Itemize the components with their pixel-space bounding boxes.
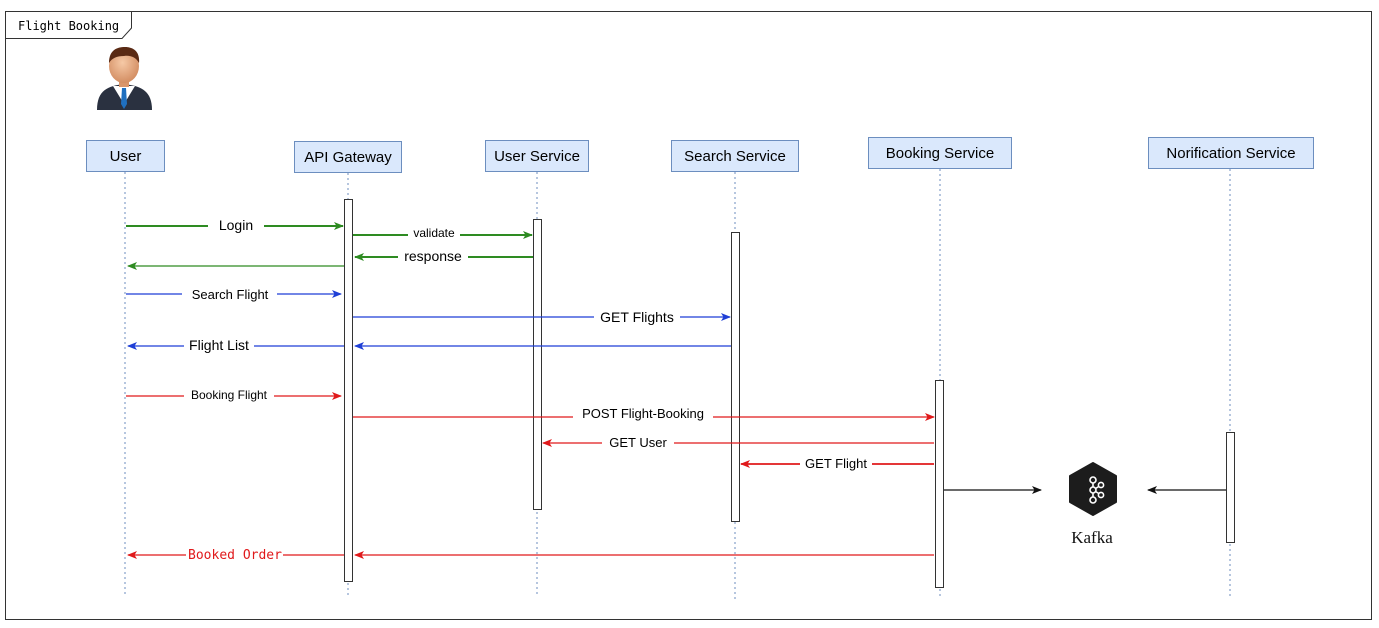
participant-booking-service[interactable]: Booking Service: [868, 137, 1012, 169]
kafka-label: Kafka: [1071, 528, 1113, 547]
participant-notification-service[interactable]: Norification Service: [1148, 137, 1314, 169]
label-login: Login: [219, 217, 253, 233]
participant-label: Booking Service: [886, 145, 994, 162]
kafka-icon: [1069, 462, 1117, 516]
label-search-flight: Search Flight: [192, 287, 269, 302]
participant-label: User: [110, 148, 142, 165]
participant-label: User Service: [494, 148, 580, 165]
activation-booking-service: [935, 380, 944, 588]
activation-search-service: [731, 232, 740, 522]
participant-user-service[interactable]: User Service: [485, 140, 589, 172]
message-lines: [126, 222, 1226, 559]
frame-border: [5, 11, 1372, 620]
participant-user[interactable]: User: [86, 140, 165, 172]
participant-gateway[interactable]: API Gateway: [294, 141, 402, 173]
businessman-icon: [97, 47, 152, 110]
message-labels: Login validate response Search Flight GE…: [182, 215, 872, 564]
label-response: response: [404, 248, 462, 264]
participant-label: Search Service: [684, 148, 786, 165]
kafka-node[interactable]: Kafka: [1069, 462, 1117, 547]
label-validate: validate: [413, 226, 455, 240]
participant-search-service[interactable]: Search Service: [671, 140, 799, 172]
label-post-flight-booking: POST Flight-Booking: [582, 406, 704, 421]
label-booked-order: Booked Order: [188, 548, 282, 563]
frame-tab: [5, 11, 132, 39]
participant-label: API Gateway: [304, 149, 392, 166]
label-booking-flight: Booking Flight: [191, 388, 268, 402]
label-get-flight: GET Flight: [805, 456, 867, 471]
frame-title: Flight Booking: [18, 19, 119, 33]
label-get-flights: GET Flights: [600, 309, 674, 325]
activation-user-service: [533, 219, 542, 510]
label-flight-list: Flight List: [189, 337, 249, 353]
activation-notification-service: [1226, 432, 1235, 543]
participant-label: Norification Service: [1166, 145, 1295, 162]
label-get-user: GET User: [609, 435, 667, 450]
lifelines: [124, 169, 1231, 600]
activation-gateway: [344, 199, 353, 582]
activation-bars: [344, 199, 1235, 588]
